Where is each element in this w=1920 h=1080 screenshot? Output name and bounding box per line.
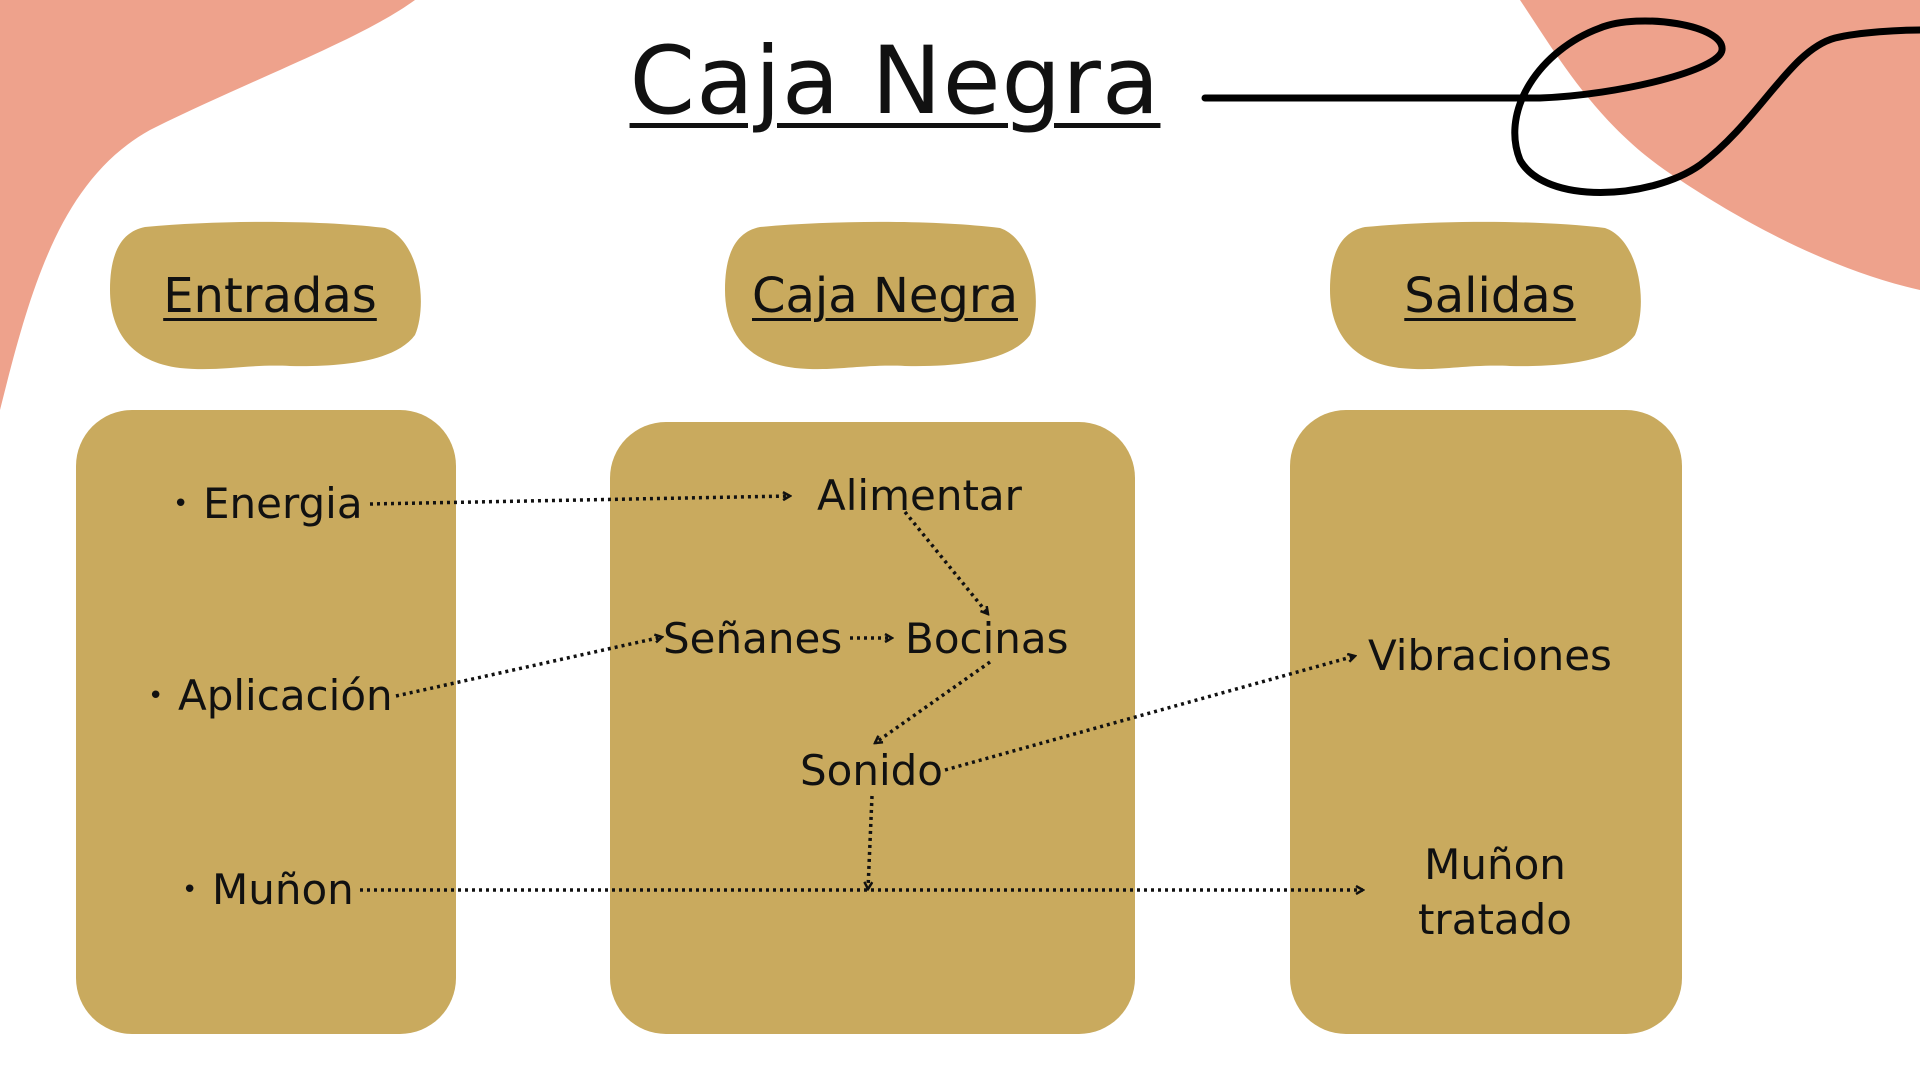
arrow-bocinas-sonido <box>875 660 992 743</box>
arrow-sonido-vibraciones <box>944 656 1355 772</box>
node-sonido: Sonido <box>800 746 944 795</box>
arrow-alimentar-bocinas <box>903 510 988 614</box>
node-bocinas: Bocinas <box>905 614 1069 663</box>
header-blob-inputs <box>110 221 421 370</box>
header-label-outputs: Salidas <box>1404 268 1576 324</box>
node-energia: Energia <box>173 483 363 525</box>
node-aplicacion: Aplicación <box>148 675 393 717</box>
arrow-sonido-munon-tratado <box>868 795 874 889</box>
header-blob-blackbox <box>725 221 1036 370</box>
header-blob-outputs <box>1330 221 1641 370</box>
arrow-energia-alimentar <box>369 496 790 506</box>
top-left-pink-blob <box>0 0 415 410</box>
header-label-inputs: Entradas <box>163 268 377 324</box>
node-munon-tratado: Muñon tratado <box>1417 840 1573 944</box>
node-senanes: Señanes <box>663 614 843 663</box>
blackbox-box <box>610 422 1135 1034</box>
header-label-blackbox: Caja Negra <box>752 268 1018 324</box>
outputs-box <box>1290 410 1682 1034</box>
arrow-aplicacion-senanes <box>395 637 662 698</box>
node-vibraciones: Vibraciones <box>1368 631 1612 680</box>
node-alimentar: Alimentar <box>817 471 1022 520</box>
node-munon: Muñon <box>182 869 354 911</box>
title-swirl-line <box>1201 17 1920 196</box>
page-title: Caja Negra <box>629 27 1161 136</box>
